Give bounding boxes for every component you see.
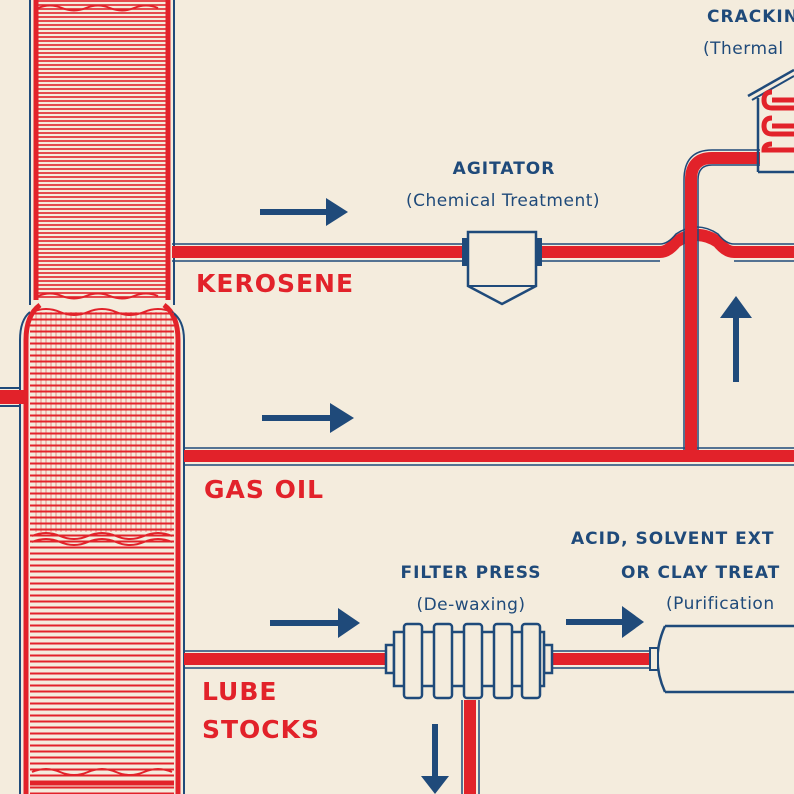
acid-treat-title-line2: OR CLAY TREAT	[621, 563, 780, 583]
kerosene-label: KEROSENE	[196, 269, 354, 298]
purification-tank	[649, 624, 794, 694]
arrow-lube-right	[270, 608, 360, 638]
lube-label: LUBE	[202, 677, 277, 706]
acid-treat-title-line1: ACID, SOLVENT EXT	[571, 529, 774, 549]
filter-press	[384, 622, 554, 700]
cracking-furnace	[747, 68, 794, 174]
lube-stocks-line	[184, 650, 652, 794]
filter-press-title: FILTER PRESS	[400, 563, 541, 583]
agitator-subtitle: (Chemical Treatment)	[406, 191, 600, 211]
filter-press-subtitle: (De-waxing)	[416, 595, 525, 615]
acid-treat-subtitle: (Purification	[666, 594, 775, 614]
gas-oil-label: GAS OIL	[204, 475, 324, 504]
flow-arrows	[260, 198, 752, 794]
arrow-kerosene-right	[260, 198, 348, 226]
fractionating-column	[0, 0, 185, 794]
cracking-title: CRACKIN	[707, 7, 794, 27]
arrow-down-from-filter	[421, 724, 449, 794]
stocks-label: STOCKS	[202, 715, 320, 744]
cracking-subtitle: (Thermal	[703, 39, 784, 59]
kerosene-line	[172, 226, 794, 262]
agitator-vessel	[462, 230, 542, 306]
arrow-gasoil-right	[262, 403, 354, 433]
gas-oil-line	[184, 149, 794, 466]
agitator-title: AGITATOR	[453, 159, 556, 179]
arrow-up-to-cracking	[720, 296, 752, 382]
arrow-to-purification	[566, 606, 644, 638]
